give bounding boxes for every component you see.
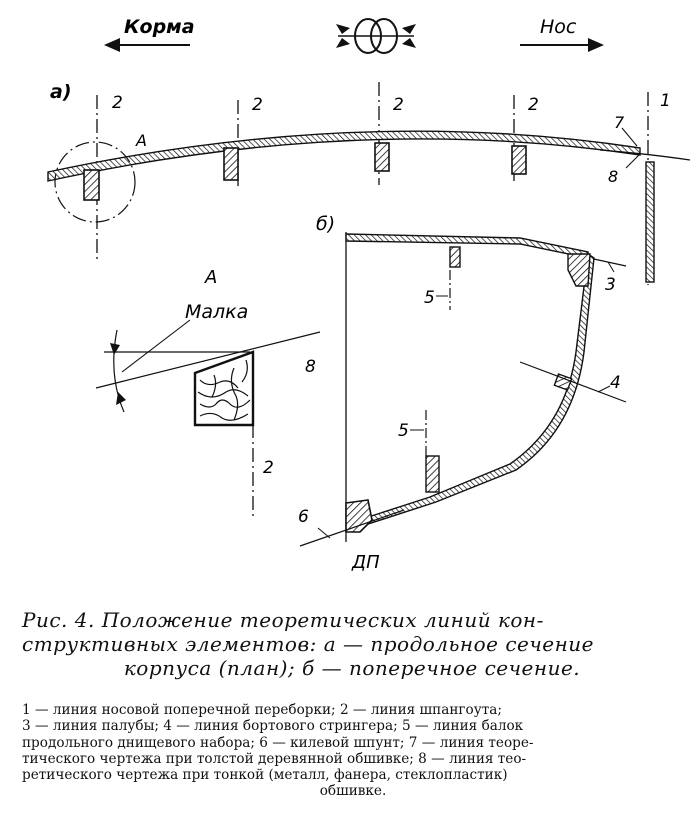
frame-label-3: 2 [393, 95, 404, 115]
thin-theoretical-line [599, 149, 691, 161]
bulkhead-plate [645, 161, 655, 283]
bevel-label: Малка [185, 301, 248, 323]
panel-a: а) 2 2 2 2 1 7 8 А [47, 81, 691, 285]
panel-a-label: а) [50, 81, 72, 103]
bevel-leader [121, 319, 191, 373]
detail-frame-label: 2 [263, 458, 274, 478]
bow-label: Нос [540, 16, 577, 38]
deck-label: 3 [605, 275, 616, 295]
keel-leader [317, 527, 331, 539]
side-stringer [553, 373, 573, 391]
wood-beam [193, 350, 255, 427]
detail-title: А [204, 267, 217, 288]
detail-line-label: 8 [305, 357, 316, 377]
side-shell [354, 252, 595, 527]
stringer-leader [597, 385, 611, 393]
rotation-symbol-icon [336, 18, 416, 54]
stern-label: Корма [124, 16, 195, 38]
keel-line [299, 509, 405, 547]
frame-block-3 [374, 142, 390, 172]
deck-knee [567, 253, 591, 287]
caption-line-3: корпуса (план); б — поперечное сечение. [123, 656, 581, 680]
stringer-line [519, 361, 627, 403]
bulkhead-label: 1 [660, 91, 671, 111]
frame-block-2 [223, 147, 239, 181]
frame-block-4 [511, 145, 527, 175]
frame-label-4: 2 [528, 95, 539, 115]
detail-a: А Малка 8 2 [95, 267, 321, 520]
stringer-label: 4 [610, 373, 621, 393]
leader-8 [625, 153, 641, 169]
panel-b: б) 3 4 5 5 6 ДП [298, 213, 627, 573]
legend-line-4: тического чертежа при толстой деревянной… [22, 750, 527, 767]
keel-label: 6 [298, 507, 309, 527]
bow-arrowhead [588, 38, 604, 52]
stern-arrowhead [104, 38, 120, 52]
leader-7 [621, 127, 638, 147]
caption-line-2: структивных элементов: а — продольное се… [22, 632, 595, 656]
frame-label-2: 2 [252, 95, 263, 115]
girder-label-bottom: 5 [398, 421, 409, 441]
keel [345, 499, 373, 533]
deck-girder [449, 246, 461, 268]
deck-leader [607, 261, 615, 273]
legend-line-5: ретического чертежа при тонкой (металл, … [22, 767, 508, 784]
figure-legend: 1 — линия носовой поперечной переборки; … [22, 702, 684, 800]
thin-line-label: 8 [608, 167, 618, 186]
deck-plate [345, 233, 589, 259]
legend-line-1: 1 — линия носовой поперечной переборки; … [22, 702, 502, 718]
direction-header: Корма Нос [104, 16, 604, 54]
frame-label-1: 2 [112, 93, 123, 113]
caption-line-1: Рис. 4. Положение теоретических линий ко… [22, 608, 544, 632]
detail-line-8 [95, 331, 321, 389]
bottom-girder [425, 455, 440, 493]
figure-drawing: Корма Нос а) 2 2 2 2 1 [47, 16, 691, 573]
panel-b-label: б) [316, 213, 335, 235]
legend-line-2: 3 — линия палубы; 4 — линия бортового ст… [22, 718, 524, 735]
frame-block-1 [83, 169, 100, 201]
detail-marker-label: А [135, 131, 147, 150]
thick-line-label: 7 [614, 113, 625, 132]
detail-circle [54, 141, 136, 223]
bevel-arrow-top-icon [110, 343, 120, 355]
legend-line-3: продольного днищевого набора; 6 — килево… [22, 734, 534, 751]
figure-caption: Рис. 4. Положение теоретических линий ко… [22, 608, 682, 680]
legend-line-6: обшивке. [319, 783, 387, 800]
centerline-label: ДП [351, 552, 380, 573]
bevel-angle-arc [113, 329, 125, 413]
girder-label-top: 5 [424, 288, 435, 308]
bevel-arrow-bottom-icon [116, 392, 126, 405]
